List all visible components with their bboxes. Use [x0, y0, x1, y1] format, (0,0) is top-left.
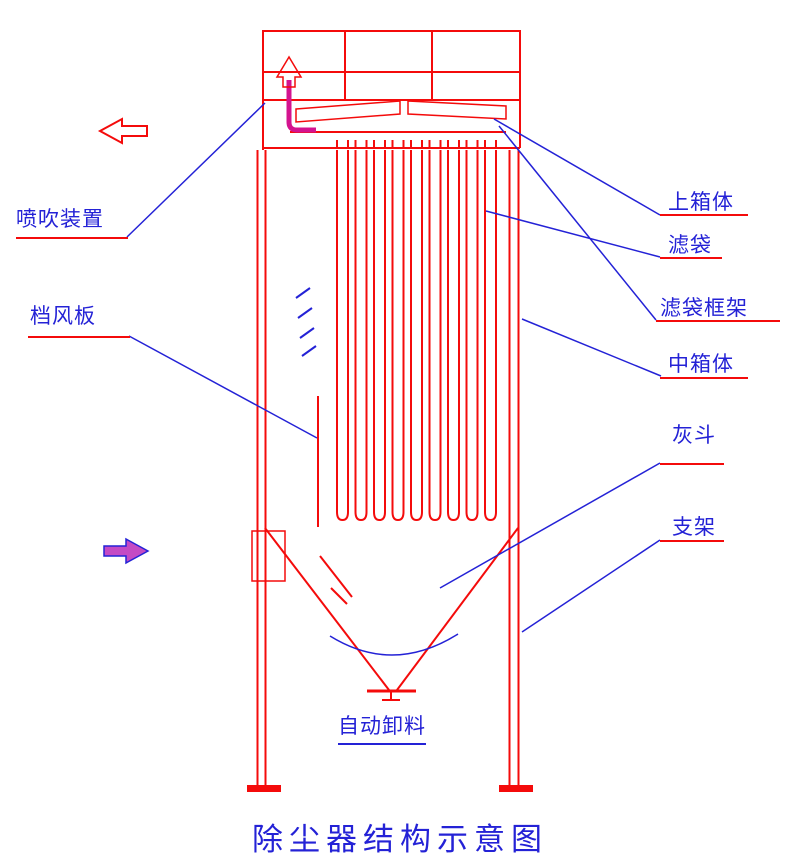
pulse-jet-pipe — [286, 80, 316, 133]
pulse-up-arrow-icon — [275, 55, 303, 88]
hopper-arc — [329, 633, 459, 656]
label-middle-box: 中箱体 — [668, 353, 734, 376]
diagram-title: 除尘器结构示意图 — [252, 822, 548, 858]
label-underlines — [16, 214, 780, 542]
cover-plates — [295, 100, 507, 123]
leader-lines — [126, 102, 662, 633]
ash-hopper — [264, 527, 519, 691]
label-auto-discharge: 自动卸料 — [338, 710, 426, 745]
support-legs — [247, 150, 533, 792]
label-baffle: 档风板 — [30, 305, 96, 328]
label-support: 支架 — [672, 516, 716, 539]
label-upper-box: 上箱体 — [668, 191, 734, 214]
inlet-flow-arrow-icon — [103, 537, 150, 565]
discharge-valve — [367, 689, 416, 701]
label-blow-device: 喷吹装置 — [16, 208, 104, 231]
outlet-flow-arrow-icon — [97, 117, 148, 145]
upper-box — [262, 30, 521, 150]
flow-dashes — [295, 287, 317, 357]
label-bag-cage: 滤袋框架 — [660, 297, 748, 320]
label-filter-bag: 滤袋 — [668, 234, 712, 257]
filter-bags — [336, 140, 497, 522]
label-ash-hopper: 灰斗 — [672, 424, 716, 447]
